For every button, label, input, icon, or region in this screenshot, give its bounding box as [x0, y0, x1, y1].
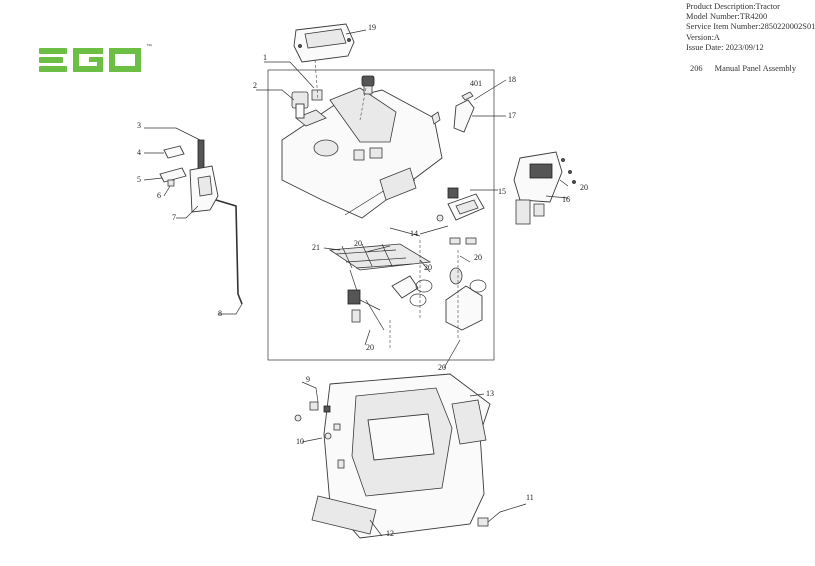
callout-20-b: 20 [354, 239, 362, 248]
callout-20-f: 20 [438, 363, 446, 372]
callout-4: 4 [137, 148, 141, 157]
model-number: Model Number:TR4200 [686, 12, 768, 22]
part-plate [311, 495, 377, 535]
part-side-control-box [513, 151, 576, 225]
part-fasteners-left [294, 401, 345, 469]
assembly-name: Manual Panel Assembly [714, 64, 797, 73]
callout-21: 21 [312, 243, 320, 252]
brand-tm: ™ [146, 44, 152, 50]
callout-19: 19 [368, 23, 376, 32]
part-rod [215, 199, 243, 305]
callout-8: 8 [218, 309, 222, 318]
callout-20-a: 20 [580, 183, 588, 192]
leader-lines [143, 29, 569, 537]
part-lever-assembly [389, 227, 487, 331]
part-bracket [453, 91, 475, 133]
part-hinge-bracket [159, 139, 219, 213]
alignment-lines [314, 59, 459, 350]
part-wiring-frame [328, 243, 432, 331]
part-clip-right [477, 517, 489, 527]
callout-16: 16 [562, 195, 570, 204]
callout-5: 5 [137, 175, 141, 184]
brand-logo [37, 46, 147, 74]
callout-1: 1 [263, 53, 267, 62]
callout-20-e: 20 [366, 343, 374, 352]
ego-logo-graphic [39, 48, 141, 72]
callout-17: 17 [508, 111, 516, 120]
service-item-number: Service Item Number:2850220002S01 [686, 22, 815, 32]
part-clip [431, 111, 441, 125]
issue-date: Issue Date: 2023/09/12 [686, 42, 764, 52]
callout-3: 3 [137, 121, 141, 130]
callout-11: 11 [526, 493, 534, 502]
version: Version:A [686, 32, 720, 42]
part-key-switch [291, 91, 309, 119]
part-display-screen [293, 23, 355, 63]
part-lower-cover [323, 373, 491, 539]
callout-14: 14 [410, 229, 418, 238]
callout-9: 9 [306, 375, 310, 384]
callout-10: 10 [296, 437, 304, 446]
callout-7: 7 [172, 213, 176, 222]
callout-20-c: 20 [474, 253, 482, 262]
document-info: Product Description:Tractor Model Number… [686, 2, 815, 53]
part-switch-panel [436, 187, 485, 222]
callout-20-d: 20 [424, 263, 432, 272]
assembly-code: 206 [690, 64, 703, 73]
part-dash-housing [281, 87, 443, 219]
callout-12: 12 [386, 529, 394, 538]
callout-2: 2 [253, 81, 257, 90]
product-description: Product Description:Tractor [686, 2, 780, 11]
callout-18: 18 [508, 75, 516, 84]
panel-group-frame [267, 69, 495, 361]
callout-15: 15 [498, 187, 506, 196]
callout-13: 13 [486, 389, 494, 398]
assembly-title: 206 Manual Panel Assembly [690, 64, 796, 73]
part-connector [311, 89, 323, 101]
callout-401: 401 [470, 79, 482, 88]
callout-6: 6 [157, 191, 161, 200]
part-knob [361, 75, 375, 95]
